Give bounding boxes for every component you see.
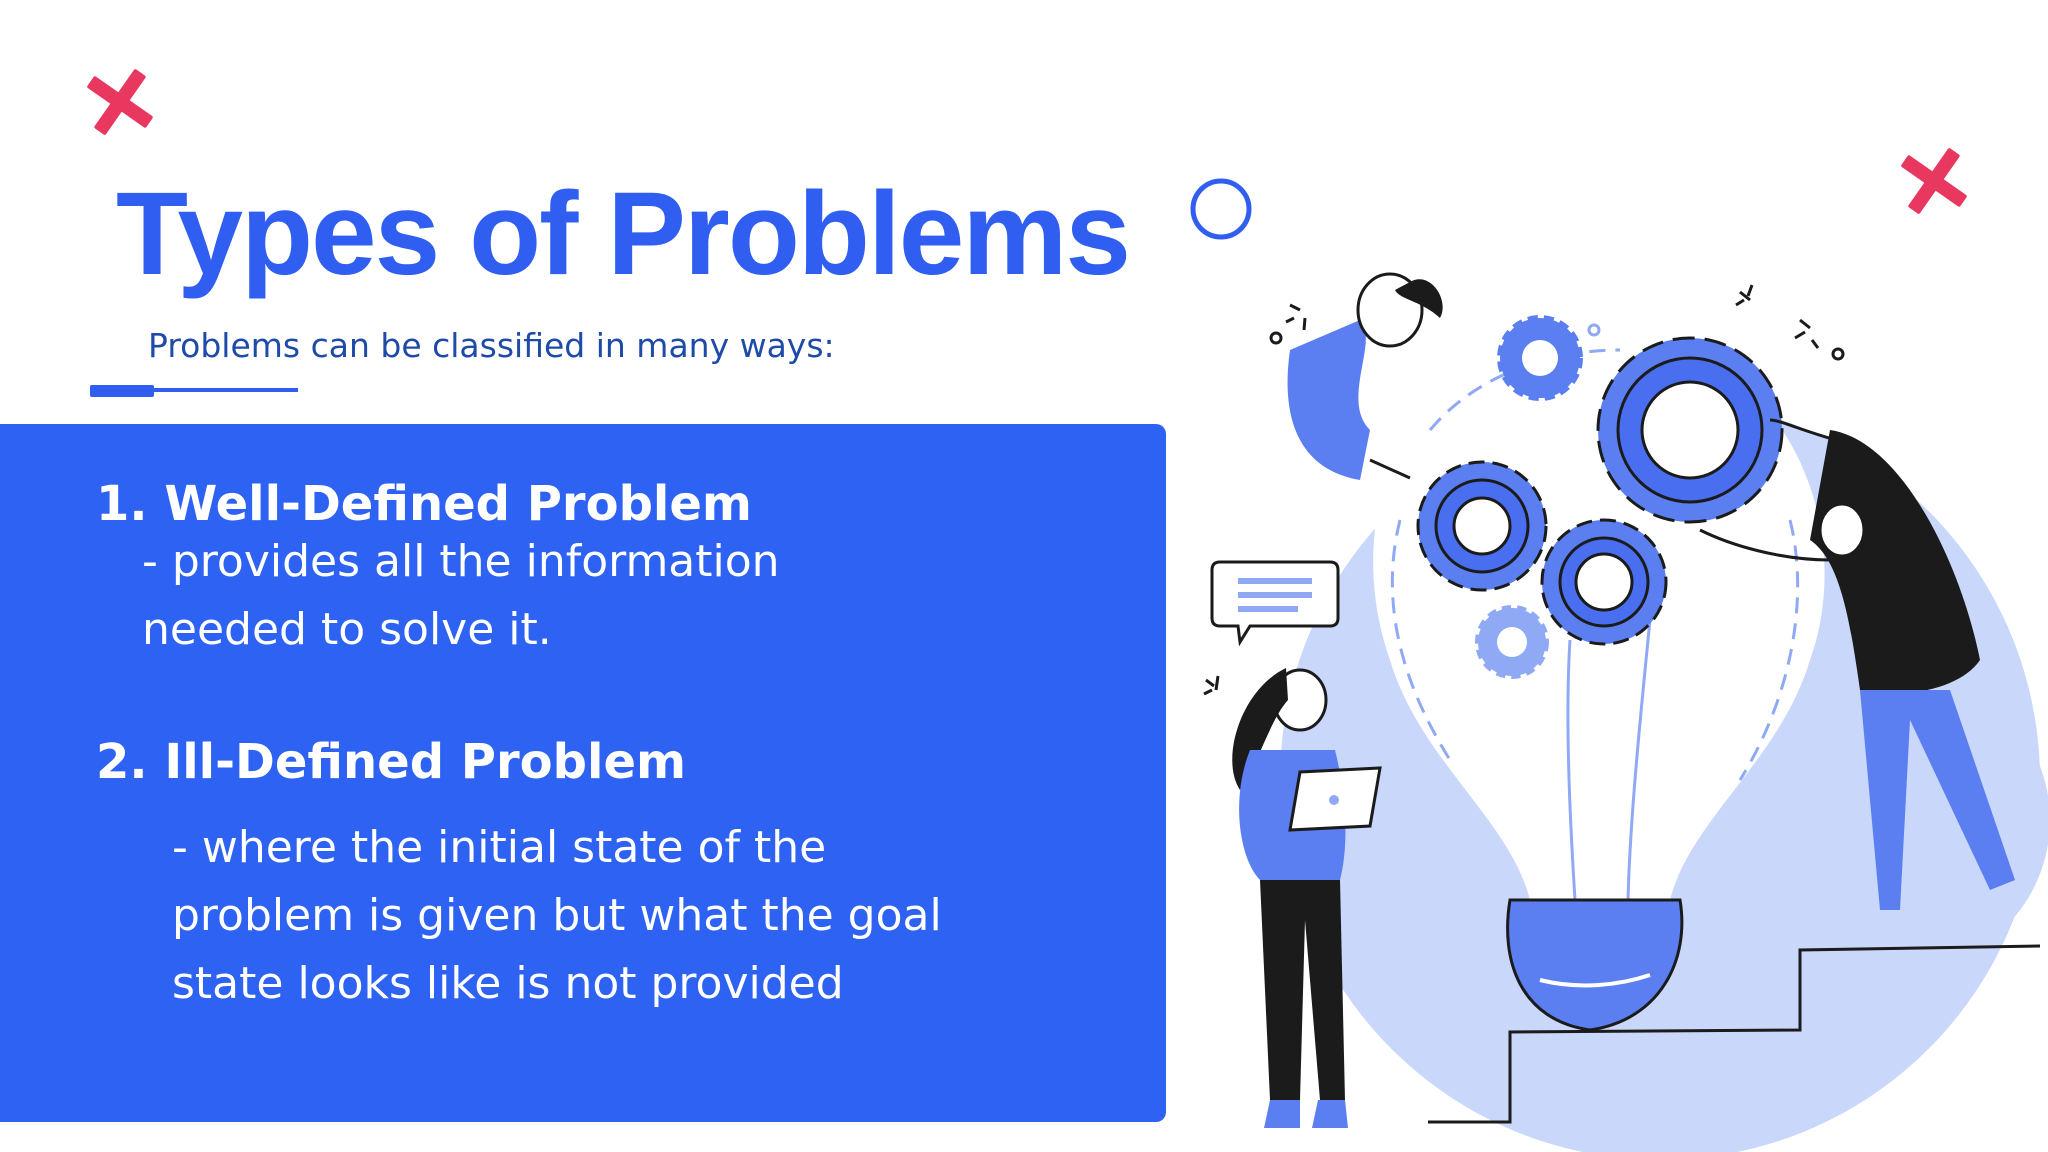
title-underline-line	[150, 388, 298, 392]
gear-icon-tiny	[1475, 605, 1549, 679]
gear-icon-small	[1497, 315, 1583, 401]
page-subtitle: Problems can be classified in many ways:	[148, 326, 835, 365]
item-2-line-2: problem is given but what the goal	[172, 890, 942, 941]
content-panel: 1. Well-Defined Problem - provides all t…	[0, 424, 1166, 1122]
title-underline-accent	[90, 385, 154, 397]
gear-icon-medium-2	[1540, 518, 1668, 646]
item-2-line-3: state looks like is not provided	[172, 958, 844, 1009]
outline-circle-icon	[1190, 178, 1252, 240]
person-right	[1699, 418, 2015, 910]
person-top-left	[1287, 272, 1443, 480]
pink-cross-icon-top-left	[84, 66, 156, 138]
item-2-heading: 2. Ill-Defined Problem	[96, 734, 687, 790]
gear-icon-medium	[1416, 460, 1548, 592]
gear-icon-large	[1596, 336, 1784, 524]
staircase-icon	[1428, 944, 2041, 1124]
page-title: Types of Problems	[116, 168, 1131, 300]
teamwork-lightbulb-illustration	[1203, 272, 2048, 1152]
item-2-line-1: - where the initial state of the	[172, 822, 827, 873]
item-1-line-1: - provides all the information	[142, 536, 780, 587]
chat-bubble-icon	[1210, 560, 1340, 647]
tablet-icon	[1288, 766, 1382, 832]
item-1-line-2: needed to solve it.	[142, 604, 552, 655]
item-1-heading: 1. Well-Defined Problem	[96, 476, 752, 532]
sparkle-icon	[1203, 284, 1845, 696]
